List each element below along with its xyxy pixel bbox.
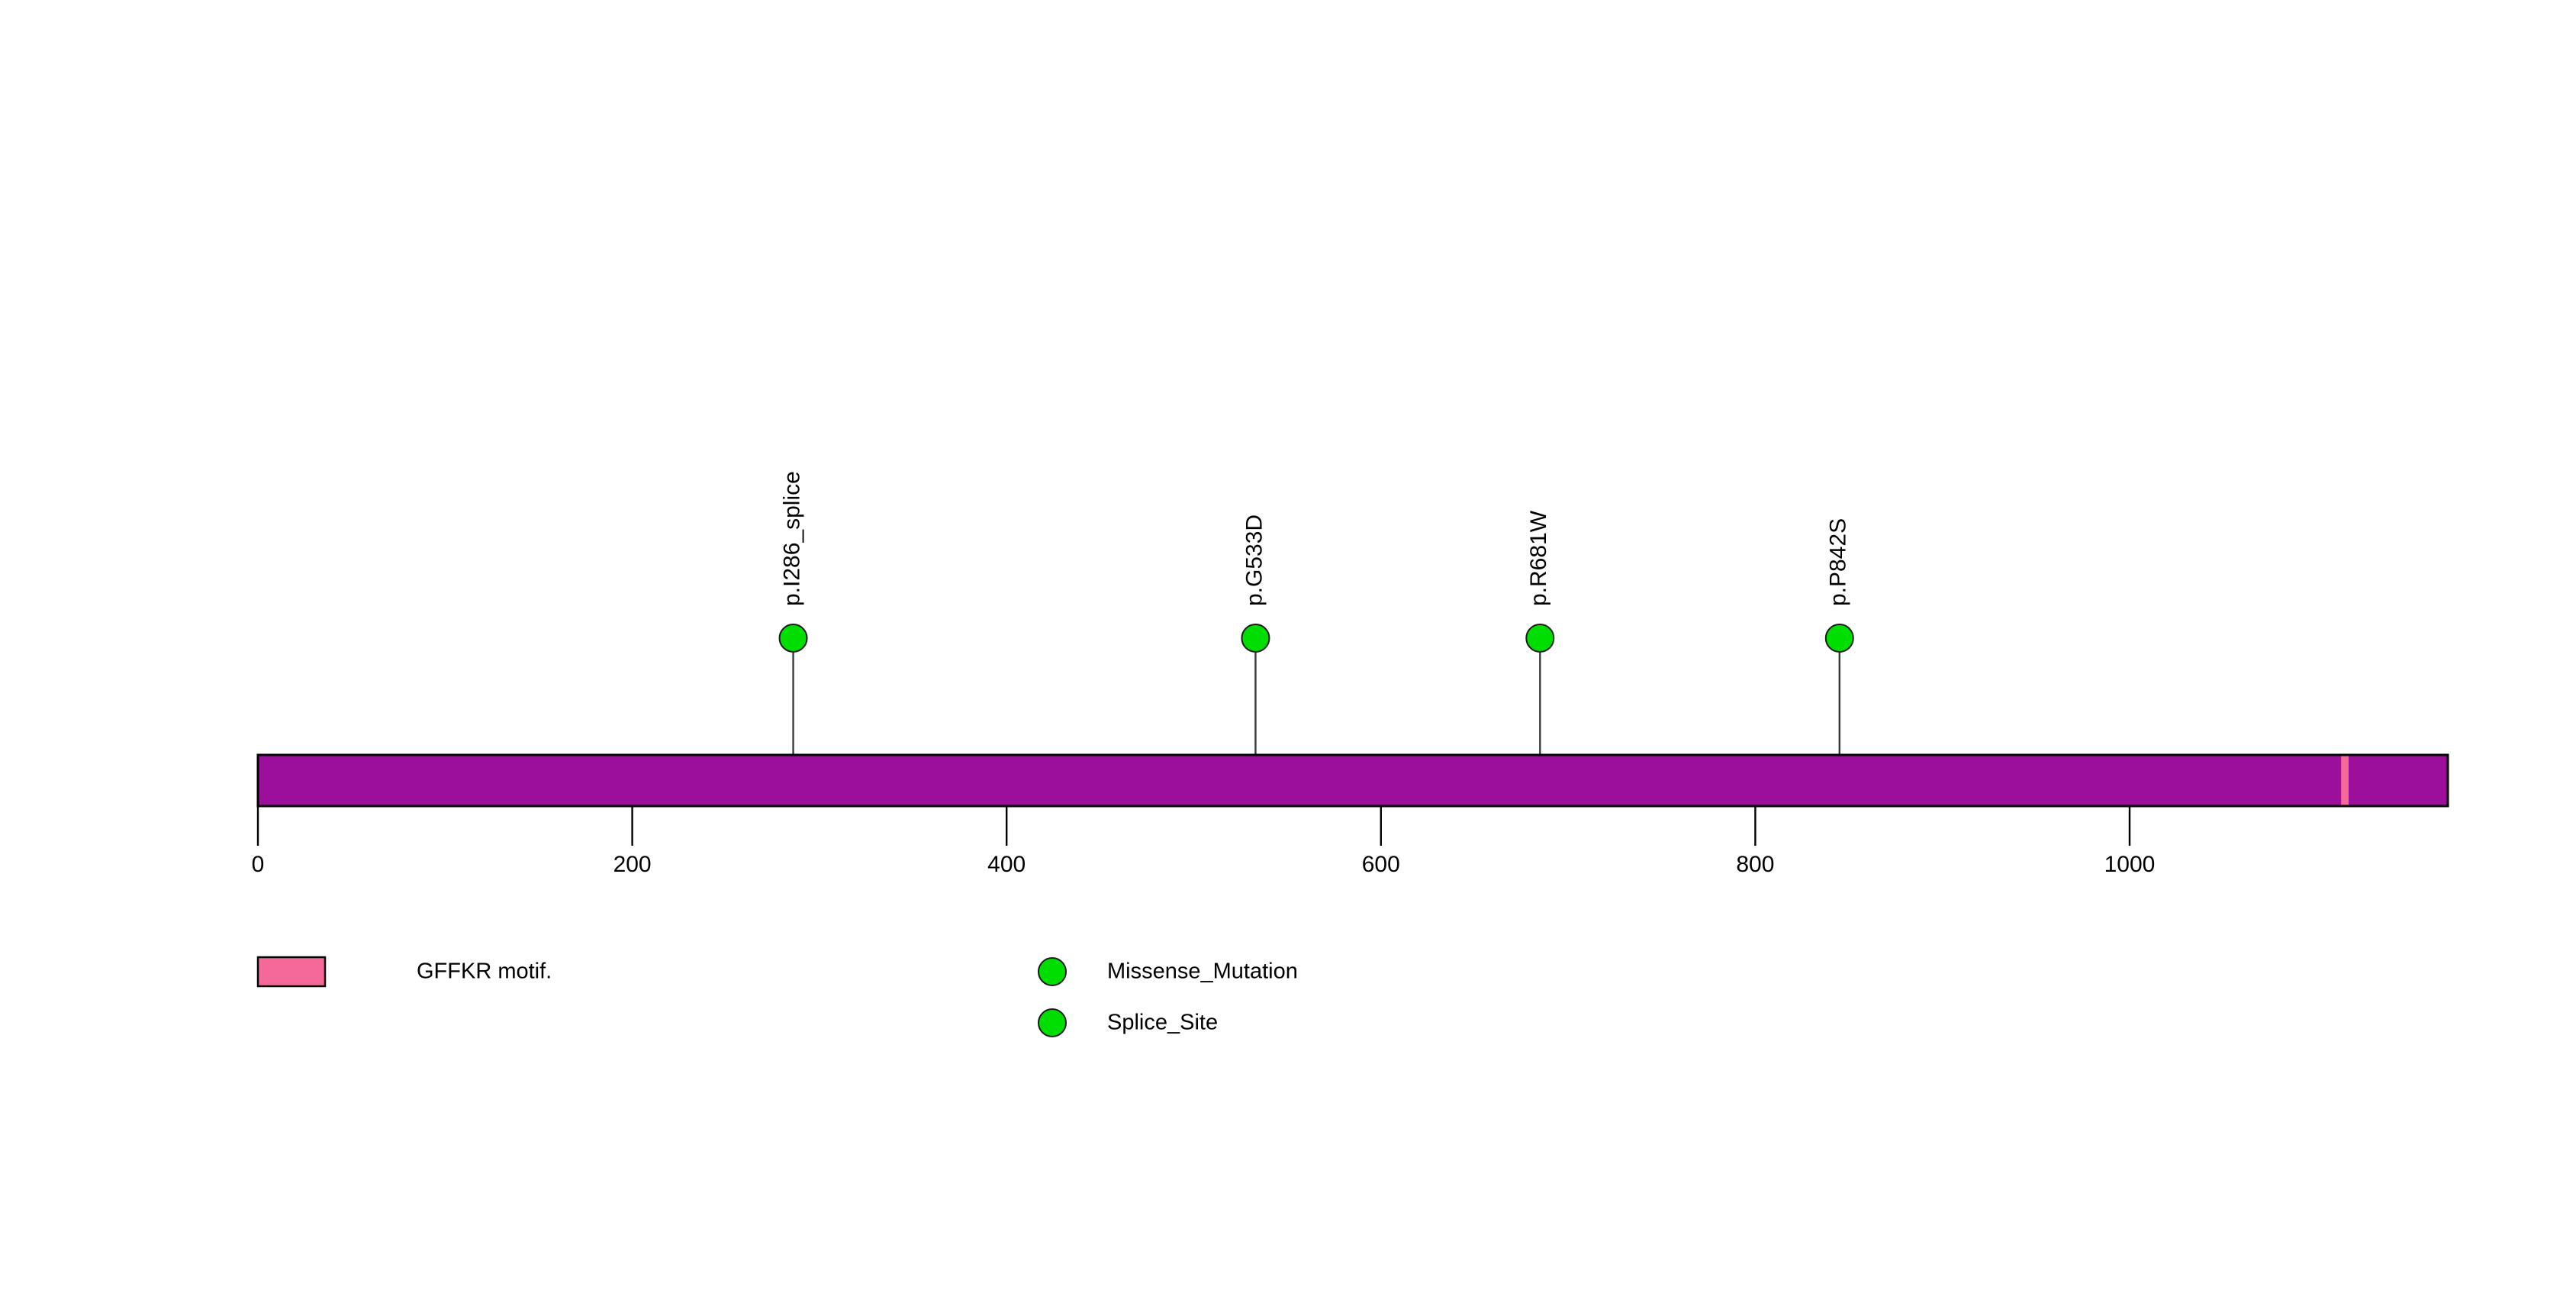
mutation-marker[interactable] [1525,624,1555,653]
position-axis: 0 200 400 600 800 1000 [252,806,2156,877]
mutation-label: p.I286_splice [779,471,804,606]
legend-label-domain: GFFKR motif. [417,959,552,984]
axis-tick-label: 200 [613,852,652,877]
mutation-markers[interactable] [778,624,1854,653]
axis-tick-label: 0 [252,852,265,877]
axis-tick-label: 600 [1362,852,1400,877]
protein-domain-region[interactable] [2341,756,2349,805]
mutation-labels: p.I286_splice p.G533D p.R681W p.P842S [779,471,1850,606]
mutation-marker[interactable] [1824,624,1854,653]
protein-backbone [256,753,2449,808]
legend-swatch-mutation [1038,1008,1067,1037]
mutation-label: p.R681W [1526,510,1551,606]
protein-backbone-group [256,753,2449,808]
mutation-label: p.P842S [1826,518,1851,606]
legend-label-mutation: Splice_Site [1107,1011,1218,1035]
mutation-marker[interactable] [778,624,808,653]
mutation-label: p.G533D [1241,514,1267,606]
legend-swatch-domain [256,956,327,988]
protein-domains-group [2341,756,2349,805]
legend-label-mutation: Missense_Mutation [1107,959,1298,984]
legend-swatch-mutation [1038,957,1067,986]
axis-tick-label: 400 [987,852,1026,877]
axis-tick-label: 800 [1736,852,1774,877]
mutation-marker[interactable] [1241,624,1270,653]
axis-tick-label: 1000 [2104,852,2156,877]
